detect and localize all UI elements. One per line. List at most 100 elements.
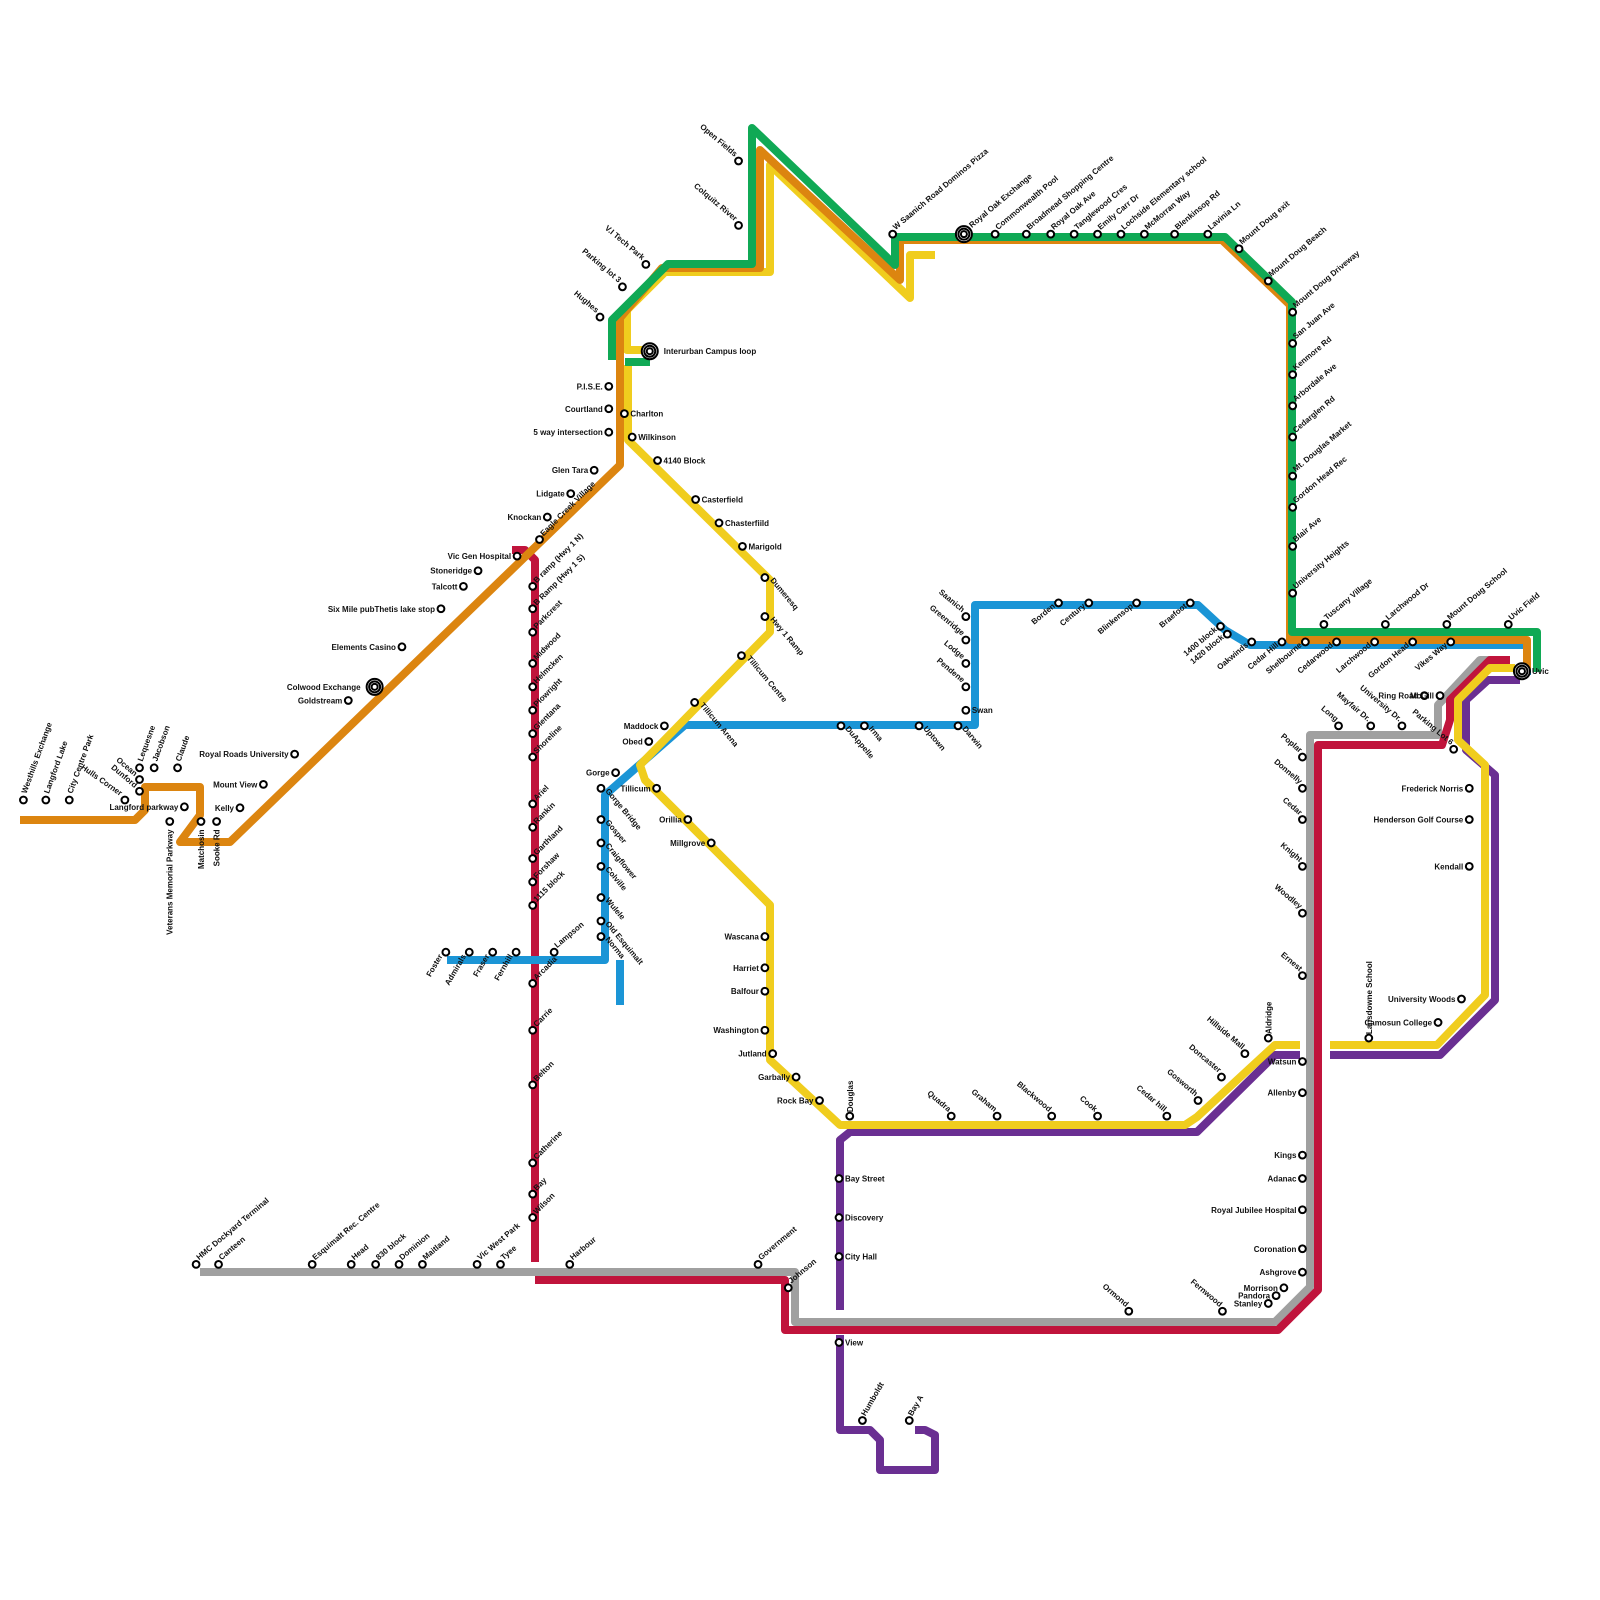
station-cedar-hill[interactable]: Cedar hill [1135,1083,1172,1121]
station-eagle-creek-village[interactable]: Eagle Creek Village [535,479,597,544]
station-interurban-campus-loop[interactable]: Interurban Campus loop [640,342,757,361]
station-tyee[interactable]: Tyee [496,1243,519,1269]
station-charlton[interactable]: Charlton [619,409,663,419]
station-aldridge[interactable]: Aldridge [1263,1001,1273,1043]
station-obed[interactable]: Obed [622,737,654,746]
station-donnelly[interactable]: Donnelly [1272,757,1307,793]
station-mcgill[interactable]: McGill [1410,691,1445,701]
station-mount-view[interactable]: Mount View [213,779,268,789]
station-swan[interactable]: Swan [961,705,993,715]
station-uvic[interactable]: Uvic [1512,662,1549,681]
station-millgrove[interactable]: Millgrove [670,838,716,848]
station-talcott[interactable]: Talcott [432,581,468,591]
station-veterans-memorial-parkway[interactable]: Veterans Memorial Parkway [165,817,175,935]
station-view[interactable]: View [834,1338,864,1347]
station-langford-lake[interactable]: Langford Lake [41,739,70,805]
station-courtland[interactable]: Courtland [565,404,614,414]
station-hillside-mall[interactable]: Hillside Mall [1205,1015,1250,1059]
station-colwood-exchange[interactable]: Colwood Exchange [287,677,384,696]
station-douglas[interactable]: Douglas [845,1080,855,1121]
station-henderson-golf-course[interactable]: Henderson Golf Course [1373,815,1474,825]
station-claude[interactable]: Claude [173,734,192,773]
station-bay-a[interactable]: Bay A [904,1393,925,1425]
station-royal-roads-university[interactable]: Royal Roads University [199,749,300,759]
station-humboldt[interactable]: Humboldt [858,1380,886,1425]
station-sooke-rd[interactable]: Sooke Rd [212,817,222,866]
station-jutland[interactable]: Jutland [738,1049,778,1059]
station-colquitz-river[interactable]: Colquitz River [692,181,743,230]
station-doncaster[interactable]: Doncaster [1187,1043,1226,1082]
station-tillicum-centre[interactable]: Tillicum Centre [737,651,789,704]
station-hughes[interactable]: Hughes [572,289,605,322]
station-larchwood-dr[interactable]: Larchwood Dr [1380,580,1431,629]
station-frederick-norris[interactable]: Frederick Norris [1401,783,1474,793]
station-5-way-intersection[interactable]: 5 way intersection [533,427,614,437]
station-vic-gen-hospital[interactable]: Vic Gen Hospital [448,551,522,561]
station-chasterfiild[interactable]: Chasterfiild [714,518,770,528]
station-poplar[interactable]: Poplar [1279,732,1307,762]
station-kendall[interactable]: Kendall [1434,861,1474,871]
station-cook[interactable]: Cook [1078,1094,1102,1121]
station-vic-west-park[interactable]: Vic West Park [472,1221,522,1269]
station-4140-block[interactable]: 4140 Block [653,456,706,465]
station-royal-jubilee-hospital[interactable]: Royal Jubilee Hospital [1211,1205,1307,1215]
station-ring-road[interactable]: Ring Road [1378,691,1429,701]
station-camosun-college[interactable]: Camosun College [1364,1018,1443,1027]
station-blackwood[interactable]: Blackwood [1015,1080,1057,1121]
station-hmc-dockyard-terminal[interactable]: HMC Dockyard Terminal [191,1196,271,1269]
station-mount-doug-beach[interactable]: Mount Doug Beach [1263,225,1329,286]
station-university-heights[interactable]: University Heights [1288,538,1351,598]
station-harriet[interactable]: Harriet [733,963,770,973]
station-langford-parkway[interactable]: Langford parkway [109,802,189,812]
station-government[interactable]: Government [753,1225,799,1269]
station-cedar[interactable]: Cedar [1281,796,1307,824]
station-long[interactable]: Long [1319,704,1343,731]
station-goldstream[interactable]: Goldstream [298,696,353,705]
station-washington[interactable]: Washington [713,1025,770,1035]
station-gosworth[interactable]: Gosworth [1165,1067,1203,1105]
station-university-woods[interactable]: University Woods [1388,994,1466,1004]
station-ashgrove[interactable]: Ashgrove [1260,1267,1307,1277]
station-knight[interactable]: Knight [1279,841,1307,871]
station-marigold[interactable]: Marigold [738,541,782,551]
station-morrison[interactable]: Morrison [1244,1283,1289,1293]
station-tuscany-village[interactable]: Tuscany Village [1319,576,1375,629]
station-elements-casino[interactable]: Elements Casino [331,642,407,652]
station-harbour[interactable]: Harbour [565,1235,598,1269]
station-graham[interactable]: Graham [970,1087,1002,1121]
station-darwin[interactable]: Darwin [953,721,985,751]
station-adanac[interactable]: Adanac [1268,1174,1307,1184]
station-lidgate[interactable]: Lidgate [536,489,576,499]
station-maddock[interactable]: Maddock [624,721,669,731]
station-open-fields[interactable]: Open Fields [698,122,743,166]
station-uvic-field[interactable]: Uvic Field [1503,591,1542,629]
station-rock-bay[interactable]: Rock Bay [777,1096,824,1105]
station-v-i-tech-park[interactable]: V.I Tech Park [603,224,651,269]
station-fernwood[interactable]: Fernwood [1189,1277,1227,1316]
station-watsun[interactable]: Watsun [1268,1057,1307,1066]
station-kings[interactable]: Kings [1274,1150,1307,1160]
station-woodley[interactable]: Woodley [1273,882,1307,918]
station-stanley[interactable]: Stanley [1234,1299,1273,1308]
station-stoneridge[interactable]: Stoneridge [430,566,483,576]
station-mount-doug-exit[interactable]: Mount Doug exit [1234,199,1292,254]
station-esquimalt-rec-centre[interactable]: Esquimalt Rec. Centre [307,1200,382,1269]
station-balfour[interactable]: Balfour [731,986,770,996]
station-casterfield[interactable]: Casterfield [691,495,743,505]
station-knockan[interactable]: Knockan [508,512,552,522]
station-wilkinson[interactable]: Wilkinson [627,432,676,442]
station-gorge[interactable]: Gorge [586,768,621,778]
station-bay-street[interactable]: Bay Street [834,1174,885,1184]
station-kelly[interactable]: Kelly [215,803,245,813]
station-ernest[interactable]: Ernest [1279,950,1307,981]
station-parking-lot-3[interactable]: Parking lot 3 [580,247,627,292]
station-glen-tara[interactable]: Glen Tara [552,465,599,475]
station-city-hall[interactable]: City Hall [834,1252,877,1262]
station-lansdowne-school[interactable]: Lansdowne School [1364,961,1374,1043]
station-pandora[interactable]: Pandora [1238,1291,1281,1301]
station-six-mile-pubthetis-lake-stop[interactable]: Six Mile pubThetis lake stop [328,604,446,614]
station-head[interactable]: Head [346,1242,371,1269]
station-coronation[interactable]: Coronation [1254,1244,1307,1254]
station-wascana[interactable]: Wascana [724,932,770,942]
station-orillia[interactable]: Orillia [659,815,693,825]
